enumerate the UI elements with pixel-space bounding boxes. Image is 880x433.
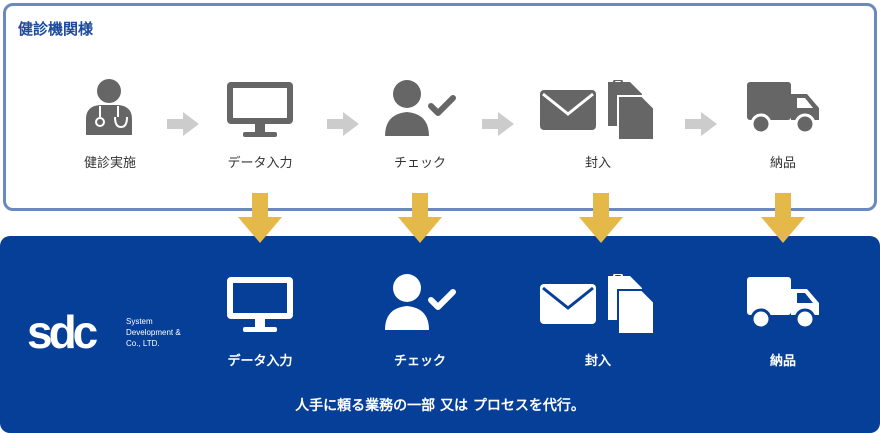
step-label: 納品 bbox=[769, 156, 796, 171]
step-label: 健診実施 bbox=[83, 156, 136, 171]
flow-arrow-icon bbox=[167, 112, 199, 136]
down-arrow-icon bbox=[761, 193, 805, 243]
panel-title: 健診機関様 bbox=[18, 20, 94, 38]
company-name-line: Co., LTD. bbox=[126, 339, 160, 348]
company-name: System Development & Co., LTD. bbox=[126, 316, 181, 349]
down-arrow-icon bbox=[238, 193, 282, 243]
user-check-icon bbox=[385, 274, 456, 330]
envelope-documents-icon bbox=[540, 274, 655, 334]
user-check-icon bbox=[385, 80, 456, 136]
sdc-logo-icon: sdc bbox=[27, 308, 102, 354]
step-label: データ入力 bbox=[227, 354, 293, 369]
down-arrow-icon bbox=[398, 193, 442, 243]
doctor-icon bbox=[86, 79, 132, 135]
flow-arrow-icon bbox=[327, 112, 359, 136]
step-label: 封入 bbox=[584, 354, 611, 369]
truck-icon bbox=[747, 277, 819, 330]
step-label: チェック bbox=[393, 156, 446, 171]
step-label: データ入力 bbox=[227, 156, 293, 171]
envelope-documents-icon bbox=[540, 80, 655, 140]
flow-arrow-icon bbox=[685, 112, 717, 136]
truck-icon bbox=[747, 82, 819, 135]
flow-arrow-icon bbox=[482, 112, 514, 136]
step-label: 封入 bbox=[584, 156, 611, 171]
step-label: 納品 bbox=[769, 354, 796, 369]
monitor-icon bbox=[227, 277, 293, 332]
tagline: 人手に頼る業務の一部 又は プロセスを代行。 bbox=[295, 398, 585, 414]
down-arrow-icon bbox=[579, 193, 623, 243]
company-name-line: System bbox=[126, 317, 153, 326]
svg-text:sdc: sdc bbox=[27, 308, 98, 354]
monitor-icon bbox=[227, 82, 293, 137]
company-name-line: Development & bbox=[126, 328, 181, 337]
bottom-panel bbox=[0, 236, 880, 433]
step-label: チェック bbox=[393, 354, 446, 369]
